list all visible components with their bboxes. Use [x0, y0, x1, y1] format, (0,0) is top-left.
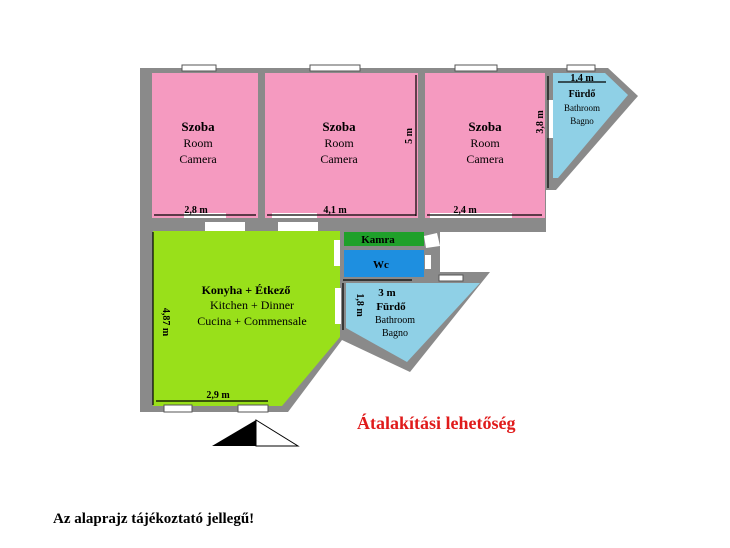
kitchen-depth: 4,87 m	[160, 308, 171, 337]
room-3-depth: 3,8 m	[535, 110, 546, 134]
room-2-name: Szoba	[322, 119, 356, 134]
door[interactable]	[334, 240, 340, 266]
bath-top-it: Bagno	[570, 116, 594, 126]
room-3-name: Szoba	[468, 119, 502, 134]
door[interactable]	[547, 100, 553, 138]
entrance-arrow-icon	[212, 419, 300, 447]
room-1-name: Szoba	[181, 119, 215, 134]
bathroom-top[interactable]	[553, 73, 628, 178]
room-2-depth: 5 m	[404, 127, 415, 144]
bath-small-it: Bagno	[382, 328, 408, 339]
window	[237, 404, 269, 413]
pantry-name: Kamra	[361, 234, 395, 246]
room-2[interactable]	[265, 73, 418, 218]
room-2-en: Room	[324, 136, 354, 150]
kitchen-room[interactable]	[153, 231, 340, 406]
door[interactable]	[425, 255, 431, 269]
window	[181, 64, 217, 72]
room-3-en: Room	[470, 136, 500, 150]
room-2-it: Camera	[320, 152, 358, 166]
window	[309, 64, 361, 72]
bath-top-width: 1,4 m	[570, 73, 594, 84]
room-2-width: 4,1 m	[323, 205, 347, 216]
door[interactable]	[424, 233, 440, 248]
door[interactable]	[278, 222, 318, 231]
room-3-it: Camera	[466, 152, 504, 166]
dimension-lines	[152, 75, 606, 405]
bath-small-en: Bathroom	[375, 315, 415, 326]
room-3-width: 2,4 m	[453, 205, 477, 216]
bath-top-name: Fürdő	[569, 89, 596, 100]
room-1-it: Camera	[179, 152, 217, 166]
room-1-en: Room	[183, 136, 213, 150]
kitchen-width: 2,9 m	[206, 390, 230, 401]
window	[163, 404, 193, 413]
bath-small-name: Fürdő	[376, 301, 406, 313]
wc-room[interactable]	[344, 250, 424, 277]
door[interactable]	[335, 288, 341, 324]
window	[454, 64, 498, 72]
kitchen-en: Kitchen + Dinner	[210, 298, 294, 312]
renovation-note: Átalakítási lehetőség	[357, 413, 516, 433]
bath-small-depth: 1,8 m	[354, 293, 365, 317]
pantry-room[interactable]	[344, 232, 424, 246]
room-1-width: 2,8 m	[184, 205, 208, 216]
kitchen-it: Cucina + Commensale	[197, 314, 306, 328]
room-1[interactable]	[152, 73, 258, 218]
window	[438, 274, 464, 282]
bathroom-small[interactable]	[346, 283, 480, 362]
wc-name: Wc	[373, 259, 389, 271]
door[interactable]	[205, 222, 245, 231]
room-3[interactable]	[425, 73, 545, 218]
disclaimer-note: Az alaprajz tájékoztató jellegű!	[53, 511, 255, 527]
bath-small-width: 3 m	[378, 287, 395, 299]
bath-top-en: Bathroom	[564, 103, 600, 113]
kitchen-name: Konyha + Étkező	[202, 283, 291, 297]
window	[566, 64, 596, 72]
